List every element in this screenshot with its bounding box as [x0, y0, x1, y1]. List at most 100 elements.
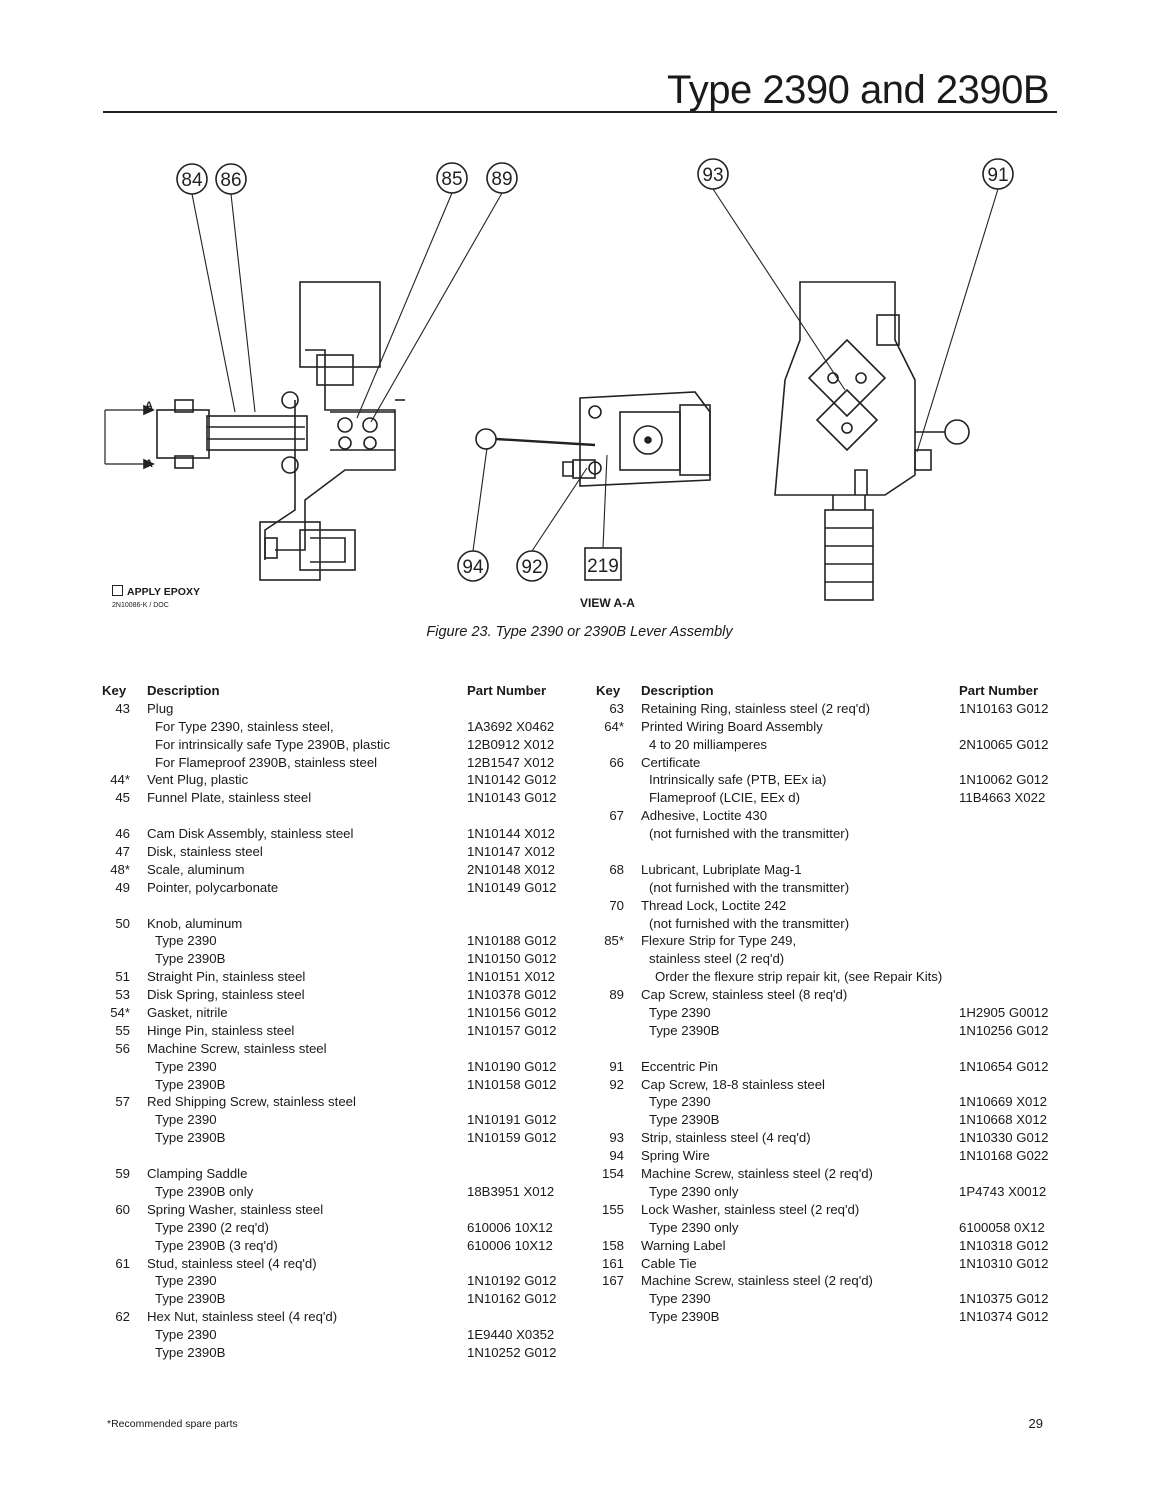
svg-text:94: 94: [462, 557, 484, 578]
callout-92: 92: [516, 550, 548, 582]
description-cell: Disk Spring, stainless steel: [147, 987, 305, 1003]
header-key: Key: [102, 683, 127, 698]
part-number-cell: 12B1547 X012: [467, 754, 555, 770]
table-row: For intrinsically safe Type 2390B, plast…: [100, 736, 570, 754]
description-cell: Printed Wiring Board Assembly: [641, 718, 823, 734]
part-number-cell: 1N10374 G012: [959, 1309, 1049, 1325]
description-cell: Type 2390: [649, 1291, 711, 1307]
header-description: Description: [147, 683, 220, 698]
description-cell: Type 2390: [649, 1094, 711, 1110]
description-cell: Straight Pin, stainless steel: [147, 969, 306, 985]
key-cell: 67: [609, 808, 624, 824]
key-cell: 64*: [604, 718, 624, 734]
header-key: Key: [596, 683, 621, 698]
description-cell: Flameproof (LCIE, EEx d): [649, 790, 800, 806]
table-header: Key Description Part Number: [100, 682, 570, 700]
part-number-cell: 6100058 0X12: [959, 1219, 1045, 1235]
table-row: (not furnished with the transmitter): [594, 879, 1064, 897]
description-cell: Red Shipping Screw, stainless steel: [147, 1094, 356, 1110]
key-cell: 59: [115, 1166, 130, 1182]
part-number-cell: 1N10168 G022: [959, 1148, 1049, 1164]
part-number-cell: 1N10151 X012: [467, 969, 555, 985]
description-cell: Order the flexure strip repair kit, (see…: [655, 969, 943, 985]
description-cell: 4 to 20 milliamperes: [649, 736, 768, 752]
table-row: Order the flexure strip repair kit, (see…: [594, 968, 1064, 986]
key-cell: 92: [609, 1076, 624, 1092]
description-cell: (not furnished with the transmitter): [649, 915, 850, 931]
part-number-cell: 1N10188 G012: [467, 933, 557, 949]
part-number-cell: 1E9440 X0352: [467, 1327, 555, 1343]
part-number-cell: 1N10144 X012: [467, 826, 555, 842]
table-header: Key Description Part Number: [594, 682, 1064, 700]
description-cell: Thread Lock, Loctite 242: [641, 897, 787, 913]
callout-93: 93: [697, 158, 729, 190]
description-cell: Machine Screw, stainless steel (2 req'd): [641, 1273, 873, 1289]
key-cell: 155: [601, 1201, 624, 1217]
description-cell: Type 2390B only: [155, 1183, 254, 1199]
description-cell: Type 2390B: [649, 1022, 720, 1038]
description-cell: Clamping Saddle: [147, 1166, 248, 1182]
part-number-cell: 610006 10X12: [467, 1219, 553, 1235]
key-cell: 53: [115, 987, 130, 1003]
part-number-cell: 1N10158 G012: [467, 1076, 557, 1092]
part-number-cell: 1N10163 G012: [959, 700, 1049, 716]
table-row: 93 Strip, stainless steel (4 req'd) 1N1033…: [594, 1129, 1064, 1147]
part-number-cell: 1H2905 G0012: [959, 1005, 1049, 1021]
part-number-cell: 1N10149 G012: [467, 879, 557, 895]
key-cell: 55: [115, 1022, 130, 1038]
table-row: Type 2390 (2 req'd)610006 10X12: [100, 1219, 570, 1237]
part-number-cell: 1N10062 G012: [959, 772, 1049, 788]
table-row: Intrinsically safe (PTB, EEx ia)1N10062 …: [594, 771, 1064, 789]
description-cell: Plug: [147, 700, 174, 716]
title-rule: [103, 111, 1057, 113]
key-cell: 63: [609, 700, 624, 716]
key-cell: 54*: [110, 1005, 130, 1021]
description-cell: Lubricant, Lubriplate Mag-1: [641, 861, 802, 877]
key-cell: 93: [609, 1130, 624, 1146]
table-spacer: [100, 1147, 570, 1165]
part-number-cell: 610006 10X12: [467, 1237, 553, 1253]
svg-text:85: 85: [441, 169, 462, 190]
part-number-cell: 11B4663 X022: [959, 790, 1046, 806]
part-number-cell: 1N10330 G012: [959, 1130, 1049, 1146]
callout-84: 84: [176, 163, 208, 195]
table-spacer: [100, 897, 570, 915]
description-cell: Type 2390 only: [649, 1219, 739, 1235]
figure-caption: Figure 23. Type 2390 or 2390B Lever Asse…: [426, 624, 733, 640]
callout-91: 91: [982, 158, 1014, 190]
description-cell: Strip, stainless steel (4 req'd): [641, 1130, 811, 1146]
description-cell: (not furnished with the transmitter): [649, 826, 850, 842]
svg-text:219: 219: [587, 556, 619, 577]
table-spacer: [594, 1040, 1064, 1058]
header-part-number: Part Number: [467, 683, 547, 698]
callout-86: 86: [215, 163, 247, 195]
part-number-cell: 1N10157 G012: [467, 1022, 557, 1038]
description-cell: Vent Plug, plastic: [147, 772, 249, 788]
part-number-cell: 1A3692 X0462: [467, 718, 555, 734]
part-number-cell: 1N10256 G012: [959, 1022, 1049, 1038]
description-cell: Type 2390B: [649, 1112, 720, 1128]
key-cell: 47: [115, 844, 130, 860]
key-cell: 161: [601, 1255, 624, 1271]
